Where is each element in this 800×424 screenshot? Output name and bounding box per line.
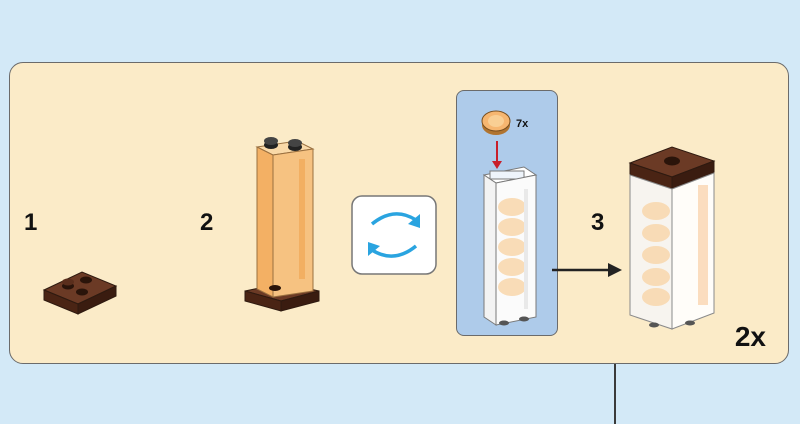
- part-quantity-label: 7x: [516, 118, 529, 130]
- step-number-1: 1: [24, 209, 38, 236]
- step-number-2: 2: [200, 209, 214, 236]
- page-connector-line: [614, 364, 616, 424]
- instruction-step-panel: 1 2 7x: [9, 62, 789, 364]
- completed-column-with-cap: [628, 146, 716, 330]
- build-multiplier-label: 2x: [734, 321, 766, 352]
- rotate-icon: [351, 195, 437, 275]
- round-tile-orange-icon: [481, 110, 511, 135]
- arrow-right-icon: [552, 263, 622, 277]
- step-number-3: 3: [591, 209, 605, 236]
- plate-2x2-brown: [42, 271, 118, 315]
- trans-clear-column-filled: [482, 141, 538, 326]
- trans-orange-column-on-plate: [244, 137, 320, 312]
